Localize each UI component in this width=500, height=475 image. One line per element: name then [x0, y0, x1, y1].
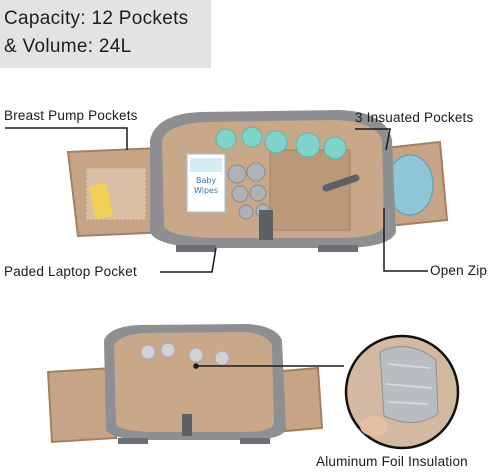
lower-interior — [114, 332, 274, 432]
header-line-2: & Volume: 24L — [4, 36, 132, 57]
lower-bag — [46, 324, 324, 444]
bottles — [215, 126, 347, 160]
strap — [259, 210, 273, 240]
label-insulated: 3 Insuated Pockets — [355, 110, 474, 125]
callout-lines — [5, 127, 428, 369]
lower-left-flap — [46, 366, 118, 444]
yellow-item — [88, 182, 114, 220]
label-open-zip: Open Zip — [430, 263, 488, 278]
wipes-text-2: Wipes — [194, 186, 218, 195]
foil-detail — [344, 334, 460, 450]
label-foil: Aluminum Foil Insulation — [316, 454, 468, 469]
header-box: Capacity: 12 Pockets & Volume: 24L — [0, 0, 211, 68]
label-laptop: Paded Laptop Pocket — [4, 264, 137, 279]
upper-bag: Baby Wipes — [66, 110, 449, 252]
label-breast-pump: Breast Pump Pockets — [4, 108, 138, 123]
inner-pocket — [269, 149, 351, 231]
header-line-1: Capacity: 12 Pockets — [4, 8, 189, 29]
wipes-text-1: Baby — [196, 176, 216, 185]
lower-bottles — [140, 342, 230, 366]
handle-right — [322, 174, 360, 192]
